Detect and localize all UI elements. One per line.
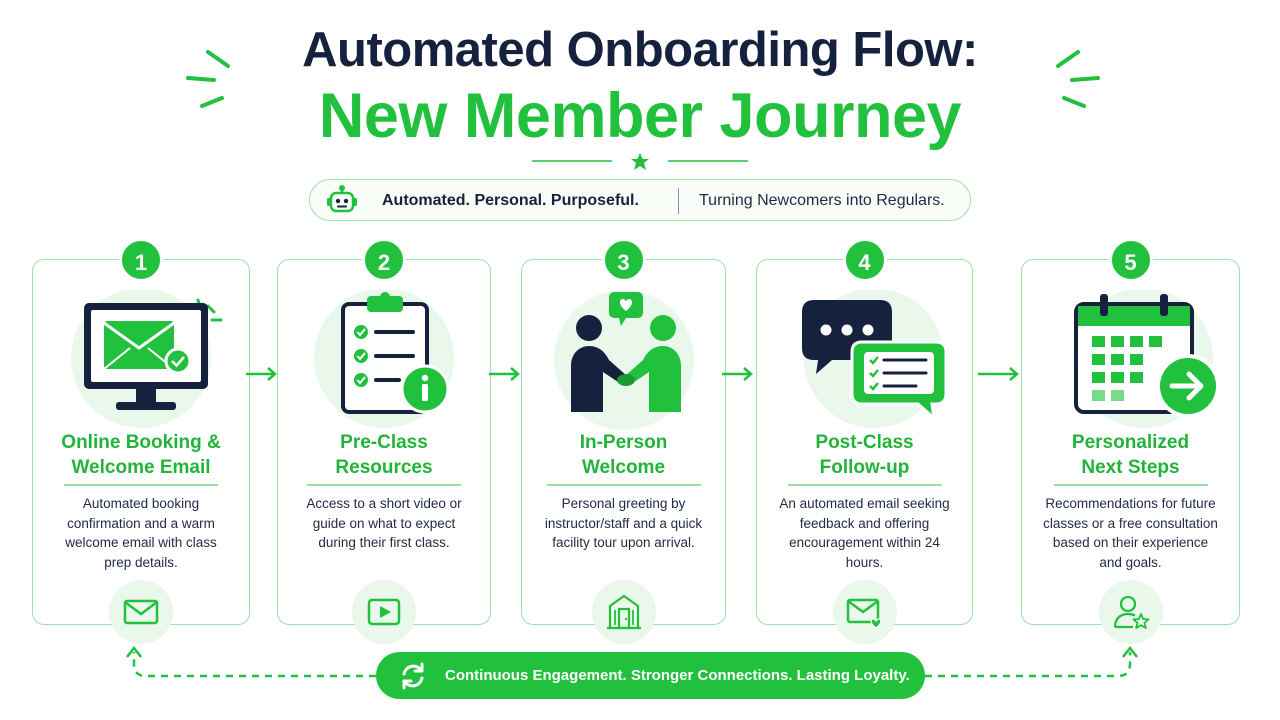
title-underline xyxy=(64,484,218,486)
flow-arrow-icon xyxy=(489,367,520,381)
step-description: Recommendations for future classes or a … xyxy=(1043,496,1218,570)
step-description: An automated email seeking feedback and … xyxy=(779,496,950,570)
tagline-main: Automated. Personal. Purposeful. xyxy=(382,192,639,209)
step-title-line: Resources xyxy=(335,457,433,478)
step-title-line: Post-Class xyxy=(815,432,914,453)
step-number-badge: 2 xyxy=(362,238,406,282)
step-title: Personalized Next Steps xyxy=(1032,430,1229,480)
title-underline xyxy=(546,484,701,486)
step-number-badge: 5 xyxy=(1108,238,1153,282)
sparkle-right-icon xyxy=(1056,50,1100,108)
step-title-line: In-Person xyxy=(579,432,668,453)
user-star-icon xyxy=(1113,595,1149,629)
title-underline xyxy=(787,484,942,486)
step-title-line: Pre-Class xyxy=(340,432,428,453)
step-title-line: Follow-up xyxy=(819,457,910,478)
step-mini-badge xyxy=(591,580,656,644)
footer-text: Continuous Engagement. Stronger Connecti… xyxy=(445,667,910,684)
step-card-2: 2 Pre-Class Resources Access to a short … xyxy=(277,238,491,644)
step-description: Personal greeting by instructor/staff an… xyxy=(544,496,703,550)
sparkle-left-icon xyxy=(186,50,230,108)
tagline-sub: Turning Newcomers into Regulars. xyxy=(699,192,945,209)
footer-banner: Continuous Engagement. Stronger Connecti… xyxy=(376,652,925,699)
calendar-arrow-icon xyxy=(1072,290,1220,428)
step-card-3: 3 In-Person Welcome Personal greeting by… xyxy=(521,238,726,644)
chat-feedback-icon xyxy=(801,290,947,428)
tagline-separator xyxy=(678,188,679,214)
step-title-line: Online Booking & xyxy=(61,432,221,453)
step-card-4: 4 Post-Class Follow-up An automated emai… xyxy=(756,238,973,644)
monitor-email-icon xyxy=(71,290,223,428)
star-icon xyxy=(631,153,649,170)
play-button-icon xyxy=(367,598,401,626)
step-description: Access to a short video or guide on what… xyxy=(306,496,462,550)
step-title-line: Next Steps xyxy=(1081,457,1180,478)
step-description: Automated booking confirmation and a war… xyxy=(65,496,217,570)
handshake-icon xyxy=(553,290,694,430)
step-number-badge: 1 xyxy=(119,238,163,282)
flow-arrow-icon xyxy=(722,367,753,381)
tagline-pill: Automated. Personal. Purposeful. Turning… xyxy=(309,179,971,221)
title-underline xyxy=(1053,484,1208,486)
title-line-2: New Member Journey xyxy=(318,81,962,151)
refresh-icon xyxy=(402,662,424,690)
step-card-1: 1 Online Booking & Welcome Email Automat… xyxy=(32,238,250,644)
envelope-heart-icon xyxy=(846,598,882,629)
step-mini-badge xyxy=(352,580,416,644)
envelope-icon xyxy=(123,599,159,625)
step-title: Post-Class Follow-up xyxy=(767,430,962,480)
step-title: Pre-Class Resources xyxy=(288,430,480,480)
flow-arrow-icon xyxy=(246,367,277,381)
title-underline xyxy=(307,484,461,486)
step-mini-badge xyxy=(832,580,897,644)
step-title-line: Personalized xyxy=(1071,432,1190,453)
clipboard-checklist-icon xyxy=(314,290,454,428)
step-number-badge: 3 xyxy=(601,238,646,282)
title-line-1: Automated Onboarding Flow: xyxy=(302,23,978,77)
step-title-line: Welcome Email xyxy=(71,457,211,478)
step-mini-badge xyxy=(1098,580,1163,644)
title-divider xyxy=(532,153,748,170)
step-title: In-Person Welcome xyxy=(532,430,715,480)
step-mini-badge xyxy=(109,580,173,644)
robot-icon xyxy=(327,185,357,213)
step-card-5: 5 Personalized Next Steps Recommendation… xyxy=(1021,238,1240,644)
step-number-badge: 4 xyxy=(842,238,887,282)
building-door-icon xyxy=(606,594,641,630)
step-title-line: Welcome xyxy=(581,457,666,478)
flow-arrow-icon xyxy=(978,367,1019,381)
step-title: Online Booking & Welcome Email xyxy=(43,430,239,480)
